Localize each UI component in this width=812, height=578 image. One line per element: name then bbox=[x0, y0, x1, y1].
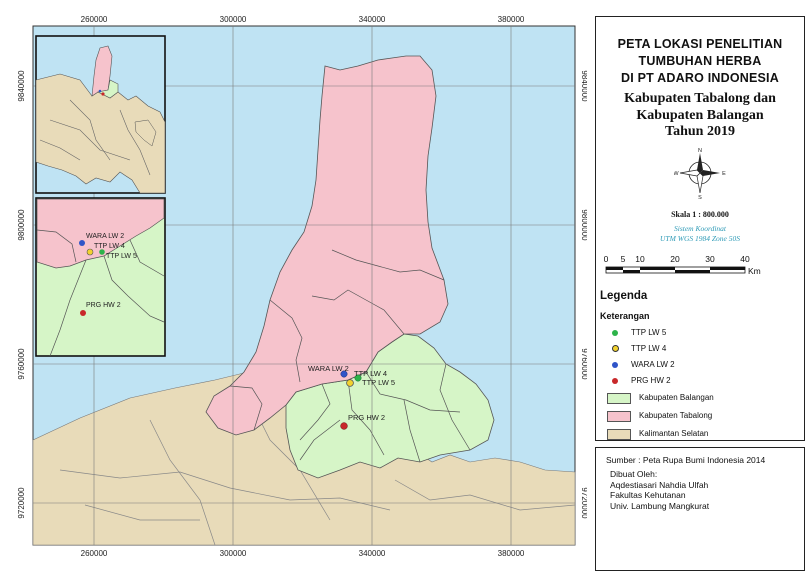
legend-label: TTP LW 4 bbox=[631, 344, 667, 353]
scale-unit: Km bbox=[748, 266, 761, 276]
legend-list: TTP LW 5 TTP LW 4 WARA LW 2 PRG HW 2 Kab… bbox=[604, 325, 800, 443]
inset-label-ttp-lw-4: TTP LW 4 bbox=[94, 243, 125, 250]
grid-y-labels-left: 9840000 9800000 9760000 9720000 bbox=[17, 70, 26, 519]
legend-dot-icon bbox=[612, 330, 618, 336]
source-panel: Sumber : Peta Rupa Bumi Indonesia 2014 D… bbox=[595, 447, 805, 571]
grid-label-y-left: 9840000 bbox=[17, 70, 26, 102]
point-label-ttp-lw-5: TTP LW 5 bbox=[362, 378, 395, 387]
legend-label: WARA LW 2 bbox=[631, 360, 675, 369]
inset-label-ttp-lw-5: TTP LW 5 bbox=[106, 253, 137, 260]
inset-overview-map bbox=[35, 35, 166, 194]
compass-n: N bbox=[698, 148, 702, 154]
grid-label-x-bottom: 380000 bbox=[498, 549, 525, 558]
inset-detail-map: WARA LW 2 TTP LW 4 TTP LW 5 PRG HW 2 bbox=[35, 197, 166, 357]
grid-label-y-right: 9800000 bbox=[580, 209, 587, 241]
grid-y-labels-right: 9840000 9800000 9760000 9720000 bbox=[580, 70, 587, 519]
legend-swatch-icon bbox=[607, 393, 631, 404]
coordinate-system: Sistem Koordinat UTM WGS 1984 Zone 50S bbox=[596, 224, 804, 244]
legend-swatch-icon bbox=[607, 411, 631, 422]
legend-dot-icon bbox=[612, 378, 618, 384]
grid-label-y-right: 9720000 bbox=[580, 487, 587, 519]
credit-line: Aqdestiasari Nahdia Ulfah bbox=[610, 479, 709, 490]
scale-ratio: Skala 1 : 800.000 bbox=[671, 210, 729, 219]
inset-point-ttp-lw-5 bbox=[99, 249, 105, 255]
legend-item-ttp-lw-5: TTP LW 5 bbox=[604, 325, 800, 341]
legend-item-tabalong: Kabupaten Tabalong bbox=[604, 408, 800, 425]
legend-dot-icon bbox=[612, 362, 618, 368]
point-label-wara-lw-2: WARA LW 2 bbox=[308, 364, 349, 373]
scale-tick-30: 30 bbox=[705, 254, 715, 264]
legend-item-prg-hw-2: PRG HW 2 bbox=[604, 373, 800, 389]
grid-label-y-right: 9760000 bbox=[580, 348, 587, 380]
grid-label-y-left: 9800000 bbox=[17, 209, 26, 241]
title-block: PETA LOKASI PENELITIAN TUMBUHAN HERBA DI… bbox=[596, 36, 804, 141]
compass-s: S bbox=[698, 195, 702, 199]
scale-tick-5: 5 bbox=[621, 254, 626, 264]
legend-label: Kalimantan Selatan bbox=[639, 429, 709, 438]
main-map-points: WARA LW 2 TTP LW 4 TTP LW 5 PRG HW 2 bbox=[308, 364, 395, 430]
credits-block: Dibuat Oleh: Aqdestiasari Nahdia Ulfah F… bbox=[610, 469, 709, 511]
district-boundaries bbox=[229, 249, 471, 463]
inset-point-prg-hw-2 bbox=[80, 310, 86, 316]
legend-subtitle: Keterangan bbox=[600, 311, 650, 321]
title-legend-panel: PETA LOKASI PENELITIAN TUMBUHAN HERBA DI… bbox=[595, 16, 805, 441]
grid-x-labels-top: 260000 300000 340000 380000 bbox=[81, 15, 525, 24]
scale-tick-40: 40 bbox=[740, 254, 750, 264]
scale-tick-10: 10 bbox=[635, 254, 645, 264]
compass-e: E bbox=[722, 171, 726, 177]
compass-rose-icon: N S W E bbox=[674, 148, 726, 199]
compass-w: W bbox=[674, 171, 679, 177]
grid-x-labels-bottom: 260000 300000 340000 380000 bbox=[81, 549, 525, 558]
inset-label-wara-lw-2: WARA LW 2 bbox=[86, 233, 124, 240]
grid-label-x-bottom: 260000 bbox=[81, 549, 108, 558]
legend-item-balangan: Kabupaten Balangan bbox=[604, 390, 800, 407]
scale-tick-0: 0 bbox=[604, 254, 609, 264]
point-label-ttp-lw-4: TTP LW 4 bbox=[354, 369, 387, 378]
point-wara-lw-2 bbox=[340, 370, 348, 378]
legend-label: TTP LW 5 bbox=[631, 328, 667, 337]
legend-item-ttp-lw-4: TTP LW 4 bbox=[604, 341, 800, 357]
credit-line: Dibuat Oleh: bbox=[610, 469, 658, 479]
legend-dot-icon bbox=[612, 345, 619, 352]
scale-bar: 0 5 10 20 30 40 Km bbox=[604, 254, 761, 276]
coord-line-2: UTM WGS 1984 Zone 50S bbox=[660, 234, 740, 243]
point-label-prg-hw-2: PRG HW 2 bbox=[348, 413, 385, 422]
grid-label-x-top: 340000 bbox=[359, 15, 386, 24]
title-line-6: Tahun 2019 bbox=[665, 124, 735, 139]
title-line-3: DI PT ADARO INDONESIA bbox=[621, 71, 779, 85]
legend-item-wara-lw-2: WARA LW 2 bbox=[604, 357, 800, 373]
credit-line: Fakultas Kehutanan bbox=[610, 490, 686, 500]
point-prg-hw-2 bbox=[340, 422, 348, 430]
grid-label-x-top: 300000 bbox=[220, 15, 247, 24]
inset-point-ttp-lw-4 bbox=[86, 248, 94, 256]
grid-label-x-top: 380000 bbox=[498, 15, 525, 24]
legend-label: PRG HW 2 bbox=[631, 376, 671, 385]
grid-label-y-left: 9760000 bbox=[17, 348, 26, 380]
source-text: Sumber : Peta Rupa Bumi Indonesia 2014 bbox=[606, 455, 766, 465]
grid-label-x-bottom: 300000 bbox=[220, 549, 247, 558]
inset-label-prg-hw-2: PRG HW 2 bbox=[86, 302, 121, 309]
map-frame: 260000 300000 340000 380000 260000 30000… bbox=[17, 15, 587, 558]
title-line-5: Kabupaten Balangan bbox=[636, 107, 764, 123]
legend-swatch-icon bbox=[607, 429, 631, 440]
point-ttp-lw-4 bbox=[346, 379, 354, 387]
legend-label: Kabupaten Tabalong bbox=[639, 411, 713, 420]
legend-title: Legenda bbox=[600, 290, 648, 302]
grid-label-x-bottom: 340000 bbox=[359, 549, 386, 558]
tabalong-region bbox=[205, 55, 449, 436]
credit-line: Univ. Lambung Mangkurat bbox=[610, 500, 710, 511]
grid-label-x-top: 260000 bbox=[81, 15, 108, 24]
title-line-1: PETA LOKASI PENELITIAN bbox=[617, 37, 783, 51]
title-line-2: TUMBUHAN HERBA bbox=[638, 54, 762, 68]
scale-tick-20: 20 bbox=[670, 254, 680, 264]
legend-item-kalsel: Kalimantan Selatan bbox=[604, 426, 800, 443]
point-ttp-lw-5 bbox=[354, 374, 362, 382]
inset-point-wara-lw-2 bbox=[79, 240, 85, 246]
grid-label-y-left: 9720000 bbox=[17, 487, 26, 519]
title-line-4: Kabupaten Tabalong dan bbox=[624, 91, 776, 106]
grid-label-y-right: 9840000 bbox=[580, 70, 587, 102]
coord-line-1: Sistem Koordinat bbox=[673, 224, 727, 233]
legend-label: Kabupaten Balangan bbox=[639, 393, 714, 402]
